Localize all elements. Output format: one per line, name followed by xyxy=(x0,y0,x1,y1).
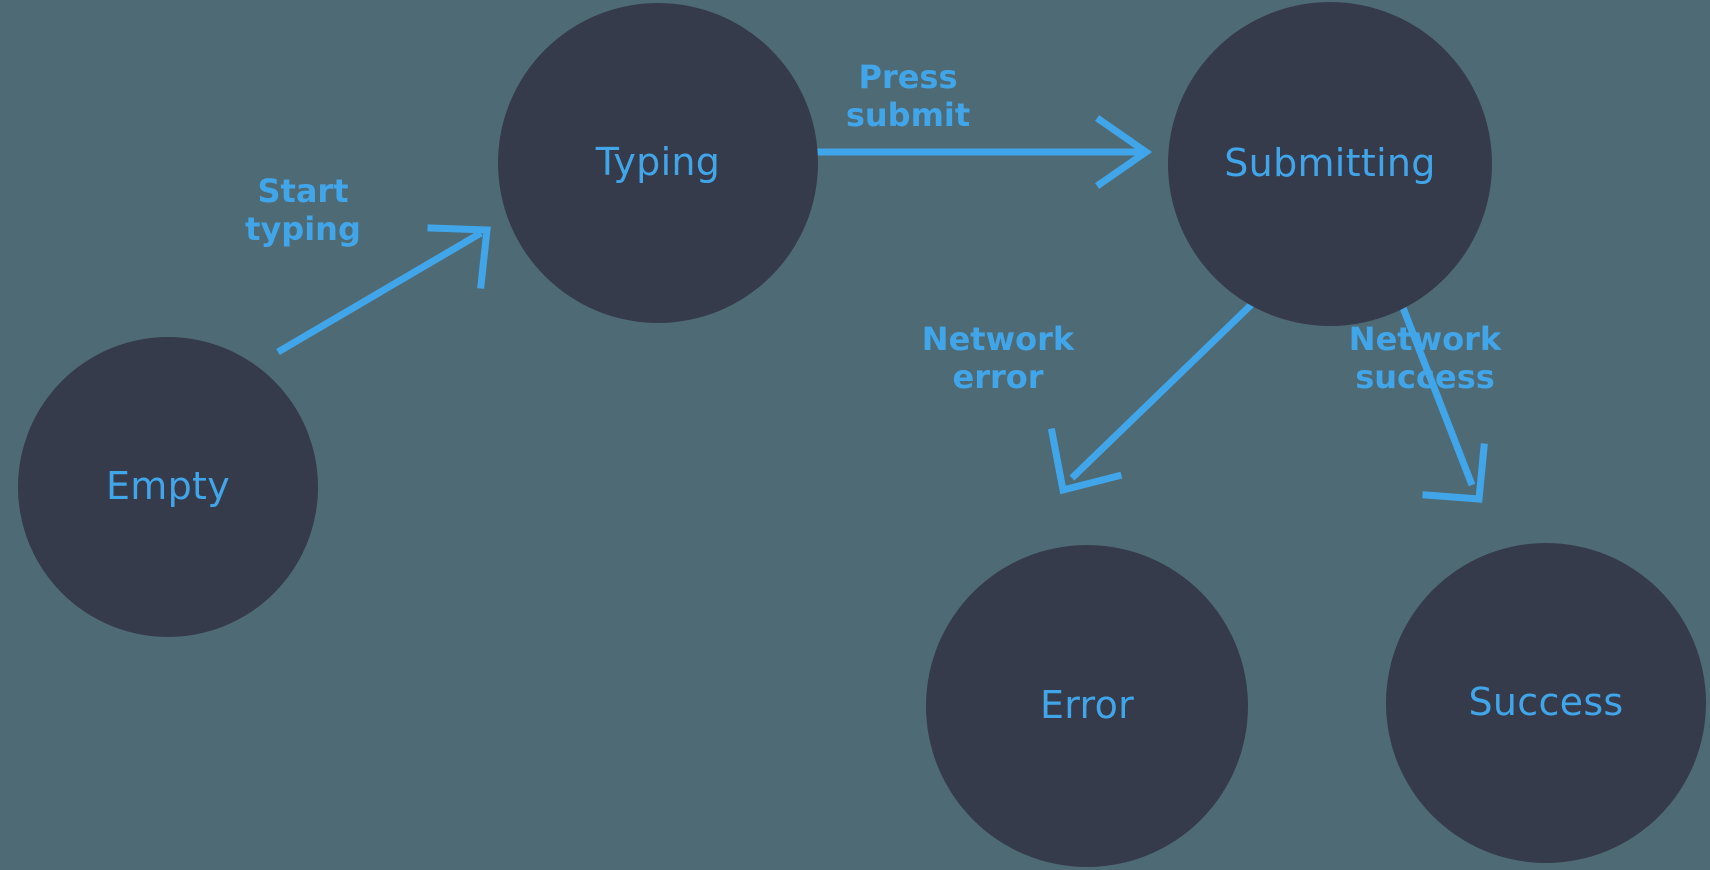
state-node-success[interactable]: Success xyxy=(1386,543,1706,863)
state-label-empty: Empty xyxy=(105,464,231,509)
state-node-typing[interactable]: Typing xyxy=(498,3,818,323)
edge-submitting-to-error xyxy=(1047,300,1256,495)
edge-submitting-to-success xyxy=(1396,298,1488,503)
edge-typing-to-submitting xyxy=(765,115,1153,189)
state-label-error: Error xyxy=(1039,683,1135,728)
edge-label-network-success: Network success xyxy=(1348,320,1502,397)
edge-label-network-error: Network error xyxy=(921,320,1075,397)
state-label-success: Success xyxy=(1468,680,1624,725)
edge-label-start-typing: Start typing xyxy=(245,172,361,249)
state-node-error[interactable]: Error xyxy=(926,545,1248,867)
state-label-typing: Typing xyxy=(595,140,721,185)
state-node-submitting[interactable]: Submitting xyxy=(1168,2,1492,326)
state-label-submitting: Submitting xyxy=(1224,141,1436,186)
edge-label-press-submit: Press submit xyxy=(845,58,971,135)
state-node-empty[interactable]: Empty xyxy=(18,337,318,637)
edge-empty-to-typing xyxy=(276,224,491,356)
